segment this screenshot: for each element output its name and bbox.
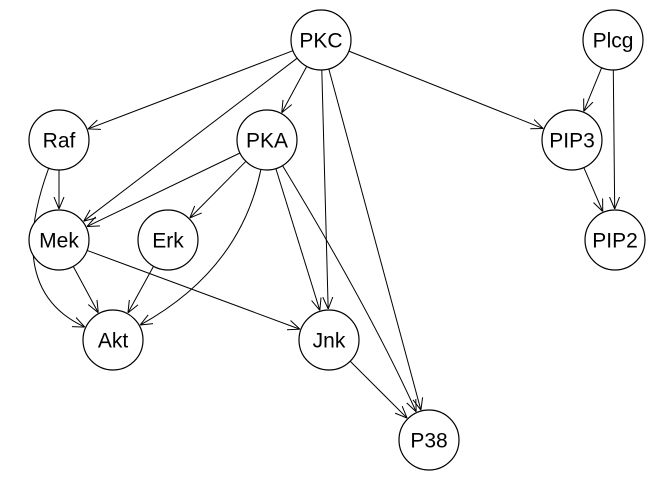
edge-mek-to-jnk: [86, 249, 300, 329]
edge-pkc-to-jnk: [321, 69, 328, 309]
node-pip3: PIP3: [541, 109, 603, 171]
node-circle: [236, 109, 298, 171]
node-plcg: Plcg: [582, 9, 644, 71]
node-label: PKC: [299, 30, 342, 53]
node-circle: [582, 9, 644, 71]
node-erk: Erk: [137, 209, 199, 271]
node-label: PKA: [246, 130, 288, 153]
edge-pka-to-p38: [282, 165, 417, 412]
node-jnk: Jnk: [298, 309, 360, 371]
node-label: PIP2: [592, 230, 638, 253]
edge-mek-to-akt: [72, 266, 98, 312]
edge-raf-to-akt: [32, 167, 85, 327]
node-circle: [398, 409, 460, 471]
edge-pkc-to-raf: [88, 50, 294, 129]
edge-pkc-to-pka: [282, 66, 308, 112]
edge-plcg-to-pip3: [584, 67, 603, 112]
node-circle: [137, 209, 199, 271]
edge-plcg-to-pip2: [613, 69, 614, 209]
node-pka: PKA: [236, 109, 298, 171]
edge-pka-to-mek: [87, 152, 241, 227]
node-raf: Raf: [28, 109, 90, 171]
node-label: Erk: [152, 230, 184, 253]
node-label: Akt: [98, 330, 129, 353]
node-circle: [584, 209, 646, 271]
node-label: PIP3: [549, 130, 595, 153]
node-akt: Akt: [82, 309, 144, 371]
edge-pka-to-jnk: [275, 168, 320, 311]
edge-pip3-to-pip2: [583, 167, 603, 212]
edge-jnk-to-p38: [349, 360, 407, 418]
node-circle: [82, 309, 144, 371]
edges-layer: [32, 50, 615, 418]
node-label: Mek: [39, 230, 79, 253]
edge-pkc-to-mek: [84, 57, 298, 221]
node-circle: [541, 109, 603, 171]
node-mek: Mek: [28, 209, 90, 271]
node-pip2: PIP2: [584, 209, 646, 271]
edge-pka-to-akt: [140, 169, 262, 325]
node-circle: [28, 209, 90, 271]
edge-pka-to-erk: [190, 160, 247, 218]
node-label: Jnk: [313, 330, 346, 353]
node-circle: [298, 309, 360, 371]
node-label: Plcg: [593, 30, 634, 53]
node-label: Raf: [43, 130, 76, 153]
node-circle: [28, 109, 90, 171]
edge-pkc-to-p38: [328, 68, 421, 410]
edge-erk-to-akt: [128, 266, 154, 313]
node-pkc: PKC: [290, 9, 352, 71]
node-circle: [290, 9, 352, 71]
node-p38: P38: [398, 409, 460, 471]
node-label: P38: [410, 430, 447, 453]
edge-pkc-to-pip3: [348, 50, 543, 128]
